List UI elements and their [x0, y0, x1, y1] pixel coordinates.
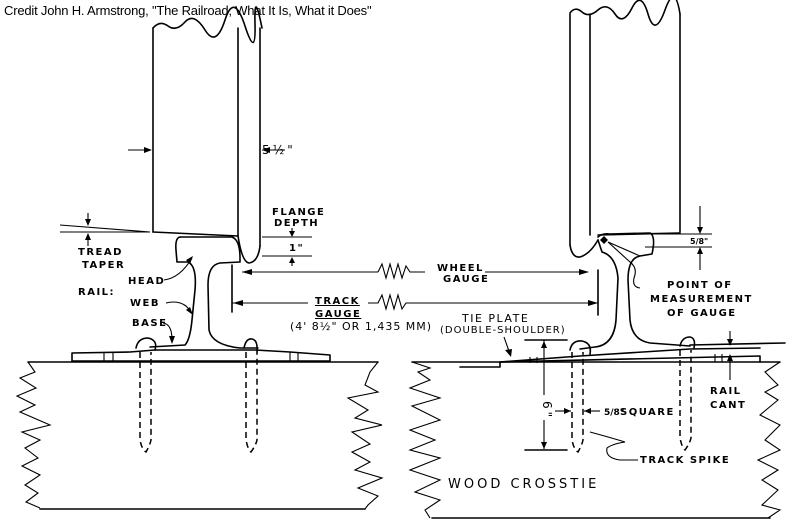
gauge-point-offset-label: 5/8" [690, 237, 708, 246]
spike-length-label: 6" [540, 401, 554, 420]
spike-size-number: 5/8" [604, 408, 625, 418]
credit-caption: Credit John H. Armstrong, "The Railroad,… [4, 3, 372, 18]
rail-label: RAIL: [78, 287, 115, 298]
spike-size-dimension [555, 408, 600, 414]
wood-crosstie-label: WOOD CROSSTIE [448, 477, 599, 492]
point-of-measurement-line1: POINT OF [667, 280, 733, 291]
wheel-gauge-label-line2: GAUGE [443, 274, 489, 285]
wheel-width-dimension [128, 147, 285, 153]
left-crosstie [15, 361, 384, 510]
spike-size-label: SQUARE [620, 407, 675, 418]
track-gauge-dimension [231, 264, 599, 316]
flange-depth-label-line1: FLANGE [272, 207, 325, 218]
track-gauge-value: (4' 8½" OR 1,435 MM) [290, 320, 432, 333]
right-tie-plate [459, 336, 786, 368]
track-spike-label: TRACK SPIKE [640, 455, 730, 466]
point-of-measurement-line2: MEASUREMENT [650, 294, 753, 305]
tread-taper-dimension [59, 213, 151, 246]
rail-cant-label-line1: RAIL [710, 386, 742, 397]
point-of-measurement-line3: OF GAUGE [667, 308, 737, 319]
tie-plate-label-line2: (DOUBLE-SHOULDER) [440, 325, 566, 336]
rail-cant-dimension [727, 331, 733, 380]
tread-taper-label-line1: TREAD [78, 247, 123, 258]
tread-taper-label-line2: TAPER [82, 260, 125, 271]
base-label: BASE [132, 318, 167, 329]
wheel-gauge-dimension [242, 261, 589, 281]
gauge-point-dimension [600, 206, 712, 270]
spike-length-dimension [524, 339, 568, 451]
leader-lines [162, 241, 641, 461]
flange-depth-value: 1" [289, 243, 304, 254]
right-wheel [569, 0, 681, 258]
flange-depth-label-line2: DEPTH [274, 218, 319, 229]
track-gauge-label-line1: TRACK [315, 296, 360, 307]
wheel-width-label: 5½" [262, 143, 296, 157]
right-rail [579, 232, 691, 350]
right-spikes [571, 350, 692, 453]
track-gauge-label-line2: GAUGE [315, 309, 361, 320]
left-wheel [152, 6, 263, 264]
left-spikes [139, 352, 258, 454]
tie-plate-label-line1: TIE PLATE [461, 312, 529, 325]
left-rail [149, 236, 259, 349]
flange-depth-dimension [262, 228, 312, 266]
left-tie-plate [71, 337, 331, 362]
right-crosstie [408, 361, 782, 519]
wheel-gauge-label-line1: WHEEL [437, 263, 484, 274]
rail-cant-label-line2: CANT [710, 400, 746, 411]
head-label: HEAD [128, 276, 165, 287]
web-label: WEB [130, 298, 160, 309]
